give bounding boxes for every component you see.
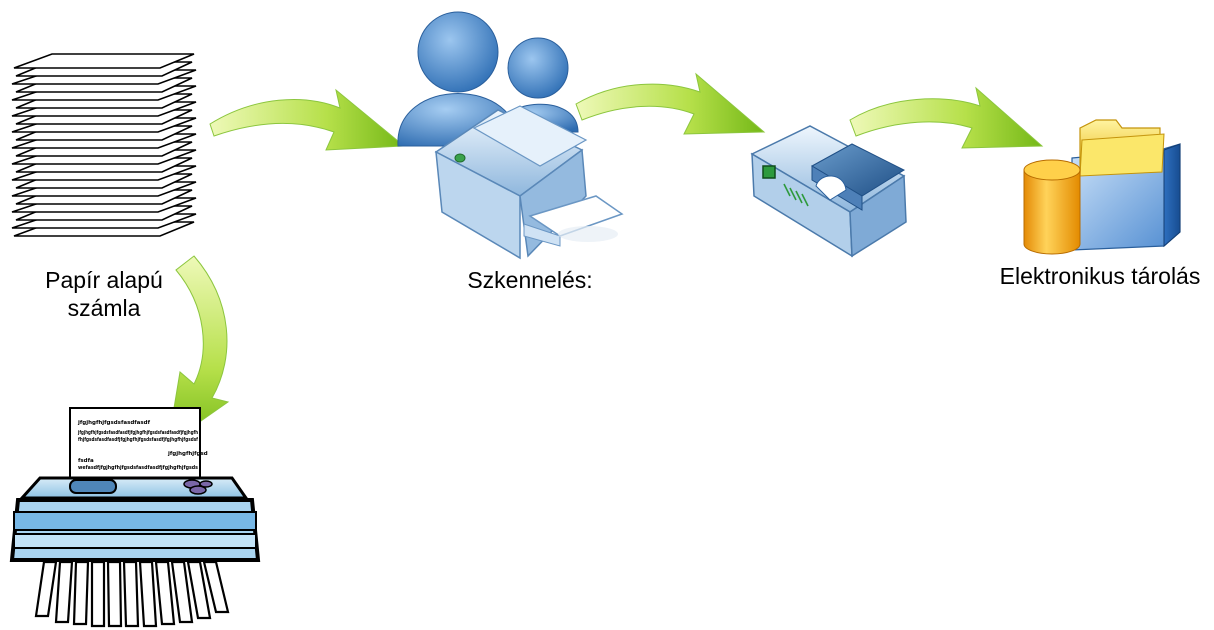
shredder-paper-line: fhjfgsdsfasdfasdfjfgjhgfhjfgsdsfasdfjfgj…	[78, 437, 198, 443]
folder-icon	[1079, 119, 1165, 177]
shredder-paper-line: wefasdfjfgjhgfhjfgsdsfasdfasdfjfgjhgfhjf…	[78, 465, 199, 471]
shredder-icon: jfgjhgfhjfgsdsfasdfasdf jfgjhgfhjfgsdsfa…	[9, 407, 261, 628]
scanning-label: Szkennelés:	[467, 267, 593, 293]
shredder-paper-line: fsdfa	[78, 458, 94, 464]
electronic-storage-label: Elektronikus tárolás	[999, 263, 1201, 289]
copier-icon	[434, 105, 624, 260]
paper-invoice-label: Papír alapú számla	[14, 266, 194, 322]
paper-stack-icon	[11, 53, 197, 237]
paper-invoice-label-line1: Papír alapú	[45, 267, 163, 293]
arrow-to-storage-device	[575, 72, 766, 135]
scanner-icon	[750, 125, 907, 258]
arrow-to-scanner	[209, 88, 406, 151]
shredder-paper-line: jfgjhgfhjfgsd	[167, 451, 208, 457]
paper-invoice-label-line2: számla	[67, 295, 141, 321]
arrow-to-storage	[849, 86, 1044, 149]
database-icon	[1023, 159, 1081, 255]
shredder-paper-line: jfgjhgfhjfgsdsfasdfasdfjfgjhgfhjfgsdsfas…	[77, 430, 198, 436]
shredder-paper-line: jfgjhgfhjfgsdsfasdfasdf	[77, 420, 151, 426]
